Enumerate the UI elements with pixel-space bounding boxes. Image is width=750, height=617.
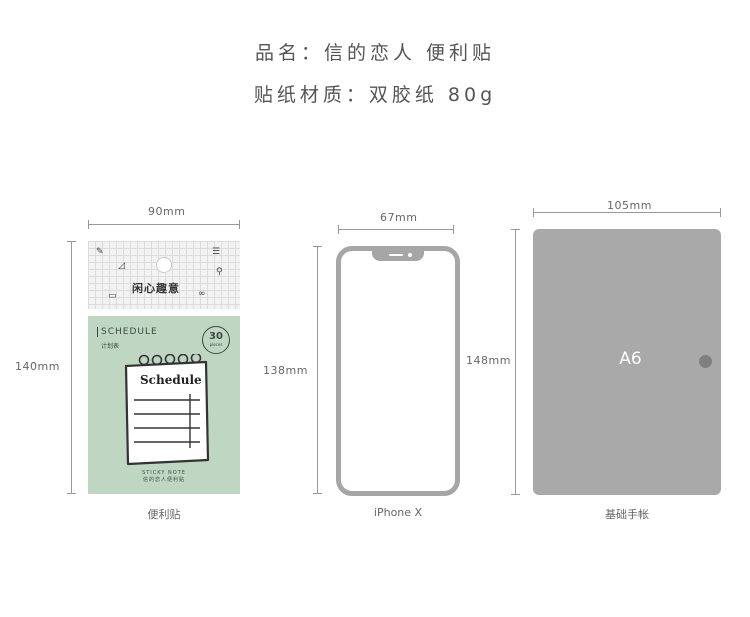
clasp-icon bbox=[699, 355, 712, 368]
doodle-icon: ✎ bbox=[96, 247, 104, 257]
pack-footer: STICKY NOTE 信的恋人便利贴 bbox=[88, 470, 240, 483]
sticky-pack-header: ✎ ◿ ☰ ⚲ ▭ ∞ 闲心趣意 bbox=[88, 241, 240, 309]
count-number: 30 bbox=[209, 331, 223, 342]
notebook-height-label: 148mm bbox=[466, 354, 511, 367]
magnifier-icon: ⚲ bbox=[216, 267, 223, 277]
phone-width-label: 67mm bbox=[380, 211, 418, 224]
phone-height-dimension bbox=[313, 246, 322, 494]
pack-brand-text: 闲心趣意 bbox=[132, 282, 180, 295]
speaker-icon bbox=[389, 254, 403, 256]
phone-width-dimension bbox=[338, 225, 454, 234]
notebook-width-label: 105mm bbox=[607, 199, 652, 212]
count-badge: 30 pieces bbox=[202, 326, 230, 354]
sticky-caption: 便利贴 bbox=[147, 508, 181, 521]
sticky-width-label: 90mm bbox=[148, 205, 186, 218]
phone-height-label: 138mm bbox=[263, 364, 308, 377]
material-line: 贴纸材质：双胶纸 80g bbox=[253, 84, 497, 106]
camera-icon bbox=[408, 253, 412, 257]
notebook-caption: 基础手帐 bbox=[605, 508, 649, 521]
schedule-title: SCHEDULE bbox=[97, 327, 158, 337]
glasses-icon: ∞ bbox=[198, 289, 206, 299]
schedule-note-illustration: Schedule bbox=[124, 354, 210, 466]
book-icon: ▭ bbox=[108, 291, 117, 301]
sticky-width-dimension bbox=[88, 220, 240, 229]
notebook-height-dimension bbox=[511, 229, 520, 495]
sticky-height-dimension bbox=[67, 241, 76, 494]
sticky-height-label: 140mm bbox=[15, 360, 60, 373]
note-icon: ☰ bbox=[212, 247, 221, 257]
notebook-size-label: A6 bbox=[619, 349, 642, 369]
phone-notch bbox=[372, 250, 424, 261]
phone-caption: iPhone X bbox=[373, 506, 423, 519]
count-unit: pieces bbox=[209, 342, 223, 347]
phone-outline bbox=[336, 246, 460, 496]
product-name-line: 品名：信的恋人 便利贴 bbox=[254, 42, 496, 64]
hang-hole bbox=[156, 257, 172, 273]
notebook-width-dimension bbox=[533, 208, 721, 217]
schedule-subtitle: 计划表 bbox=[101, 343, 120, 350]
sticky-pack-body: SCHEDULE 计划表 30 pieces Schedule STICKY N… bbox=[88, 316, 240, 494]
a6-notebook: A6 bbox=[533, 229, 721, 495]
pack-footer-line2: 信的恋人便利贴 bbox=[142, 477, 185, 483]
ruler-icon: ◿ bbox=[118, 261, 125, 271]
note-word: Schedule bbox=[140, 373, 202, 387]
pack-footer-line1: STICKY NOTE bbox=[142, 470, 186, 476]
